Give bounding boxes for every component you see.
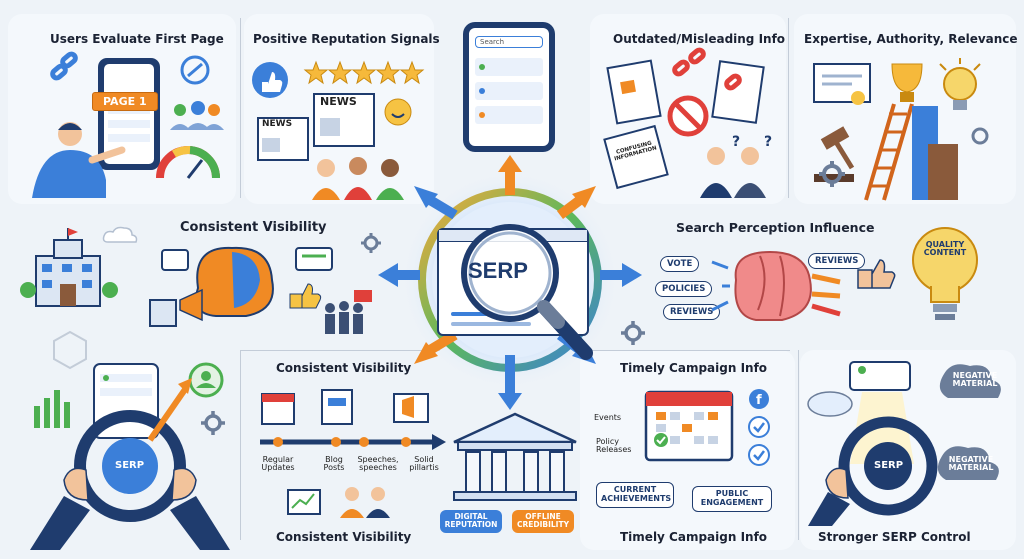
divider-top-left xyxy=(240,18,241,198)
news-label-2: NEWS xyxy=(262,119,293,129)
title-stronger: Stronger SERP Control xyxy=(818,530,971,544)
divider-top-right xyxy=(788,18,789,198)
policies-tag: POLICIES xyxy=(655,281,713,297)
divider-mid-right xyxy=(798,350,799,540)
title-consistent-mid: Consistent Visibility xyxy=(276,361,412,375)
gear-icon xyxy=(621,321,645,345)
timeline-pillars: Solid pillartis xyxy=(409,455,439,473)
gear-icon xyxy=(361,233,381,253)
digital-reputation-box: DIGITAL REPUTATION xyxy=(440,510,502,533)
phone-screen: Search xyxy=(469,28,549,146)
timeline-scene xyxy=(260,389,446,518)
events-label: Events xyxy=(594,413,622,422)
consistent-top-scene xyxy=(20,228,372,334)
phone-search-bar[interactable]: Search xyxy=(475,36,543,48)
timeline-blog-posts: Blog Posts xyxy=(323,455,345,473)
calendar-icon xyxy=(644,390,734,462)
check-icon xyxy=(748,444,770,466)
divider-bottom-left xyxy=(240,350,440,351)
phone-mockup: Search xyxy=(463,22,555,152)
policy-releases-label: Policy Releases xyxy=(596,437,632,455)
hexagon-decoration xyxy=(53,330,87,370)
result-line xyxy=(451,312,511,316)
divider-mid-left xyxy=(240,350,241,540)
cloud-icon xyxy=(102,226,138,243)
stronger-wheel-label: SERP xyxy=(874,460,904,471)
serp-label: SERP xyxy=(468,258,528,283)
svg-text:f: f xyxy=(756,393,762,408)
reviews-tag-left: REVIEWS xyxy=(663,304,721,320)
phone-result-3 xyxy=(475,106,543,124)
facebook-icon: f xyxy=(749,389,769,409)
drive-left-wheel-label: SERP xyxy=(115,460,145,471)
expertise-scene xyxy=(813,58,989,201)
gear-icon xyxy=(819,161,845,187)
title-consistent-bottom: Consistent Visibility xyxy=(276,530,412,544)
title-timely-bottom: Timely Campaign Info xyxy=(620,530,768,544)
current-achievements-box: CURRENT ACHIEVEMENTS xyxy=(596,482,674,508)
check-icon xyxy=(748,416,770,438)
offline-credibility-box: OFFLINE CREDIBILITY xyxy=(512,510,574,533)
dot-icon xyxy=(479,88,485,94)
gear-icon xyxy=(201,411,225,435)
phone-result-1 xyxy=(475,58,543,76)
svg-text:?: ? xyxy=(732,134,740,150)
reviews-tag-right: REVIEWS xyxy=(808,253,866,269)
title-consistent-top: Consistent Visibility xyxy=(180,220,327,235)
dot-icon xyxy=(479,112,485,118)
drive-left-scene xyxy=(30,362,230,550)
negative-material-top: NEGATIVE MATERIAL xyxy=(952,371,998,389)
page-1-tag: PAGE 1 xyxy=(92,92,158,111)
dot-icon xyxy=(479,64,485,70)
news-label-1: NEWS xyxy=(320,95,357,108)
title-outdated: Outdated/Misleading Info xyxy=(613,32,786,46)
title-expertise: Expertise, Authority, Relevance xyxy=(804,32,1018,46)
positive-signals-scene xyxy=(252,60,425,200)
public-engagement-box: PUBLIC ENGAGEMENT xyxy=(692,486,772,512)
title-timely-top: Timely Campaign Info xyxy=(620,361,768,375)
vote-tag: VOTE xyxy=(660,256,700,272)
quality-content-bulb xyxy=(912,227,978,320)
stronger-scene xyxy=(807,361,1001,526)
result-line xyxy=(451,322,531,326)
title-positive-signals: Positive Reputation Signals xyxy=(253,32,440,46)
outdated-scene: ? ? xyxy=(603,47,772,198)
title-perception: Search Perception Influence xyxy=(676,220,875,235)
negative-material-bottom: NEGATIVE MATERIAL xyxy=(948,455,994,473)
magnifier-icon xyxy=(461,224,593,360)
users-evaluate-scene xyxy=(32,51,224,198)
perception-scene xyxy=(711,250,896,321)
divider-bottom-right xyxy=(580,350,790,351)
phone-result-2 xyxy=(475,82,543,100)
timeline-regular-updates: Regular Updates xyxy=(261,455,295,473)
building-scene xyxy=(453,412,577,501)
panel-expertise xyxy=(794,14,1016,204)
timeline-speeches: Speeches, speeches xyxy=(357,455,399,473)
svg-text:?: ? xyxy=(764,134,772,150)
quality-content-label: QUALITY CONTENT xyxy=(923,240,967,258)
title-users-evaluate: Users Evaluate First Page xyxy=(50,32,224,46)
